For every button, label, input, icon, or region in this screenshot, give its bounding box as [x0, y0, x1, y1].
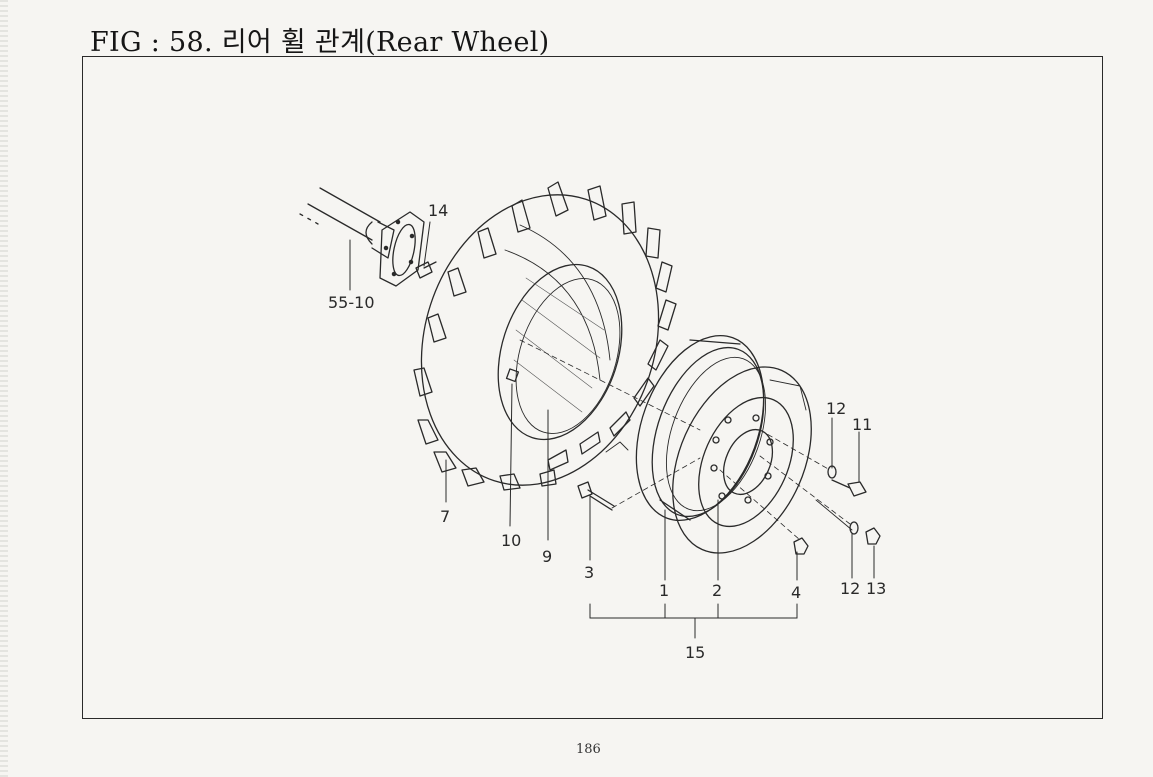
callout-7: 7 [440, 507, 450, 526]
page-title: FIG : 58. 리어 휠 관계(Rear Wheel) [90, 27, 550, 58]
wheel-disc [672, 366, 812, 554]
diagram-frame [82, 56, 1103, 719]
callout-9: 9 [542, 547, 552, 566]
axle-shaft [299, 187, 395, 259]
rim-bolt [577, 481, 615, 511]
callout-14: 14 [428, 201, 448, 220]
hub-washer-lower [849, 521, 859, 535]
binding-edge [0, 0, 8, 777]
rim-nut [793, 537, 809, 555]
hub-bolt [831, 479, 867, 497]
callout-15: 15 [685, 643, 705, 662]
callout-3: 3 [584, 563, 594, 582]
callout-1: 1 [659, 581, 669, 600]
callout-12-lower: 12 [840, 579, 860, 598]
valve-stem [505, 368, 520, 383]
callout-4: 4 [791, 583, 801, 602]
callout-13: 13 [866, 579, 886, 598]
callout-2: 2 [712, 581, 722, 600]
callout-10: 10 [501, 531, 521, 550]
wheel-rim [635, 334, 767, 522]
callout-11: 11 [852, 415, 872, 434]
callout-55-10: 55-10 [328, 293, 375, 312]
callout-12-upper: 12 [826, 399, 846, 418]
tractor-tire [413, 181, 677, 491]
page-number: 186 [576, 742, 601, 757]
hub-nut [865, 527, 881, 545]
axle-flange [379, 211, 425, 287]
